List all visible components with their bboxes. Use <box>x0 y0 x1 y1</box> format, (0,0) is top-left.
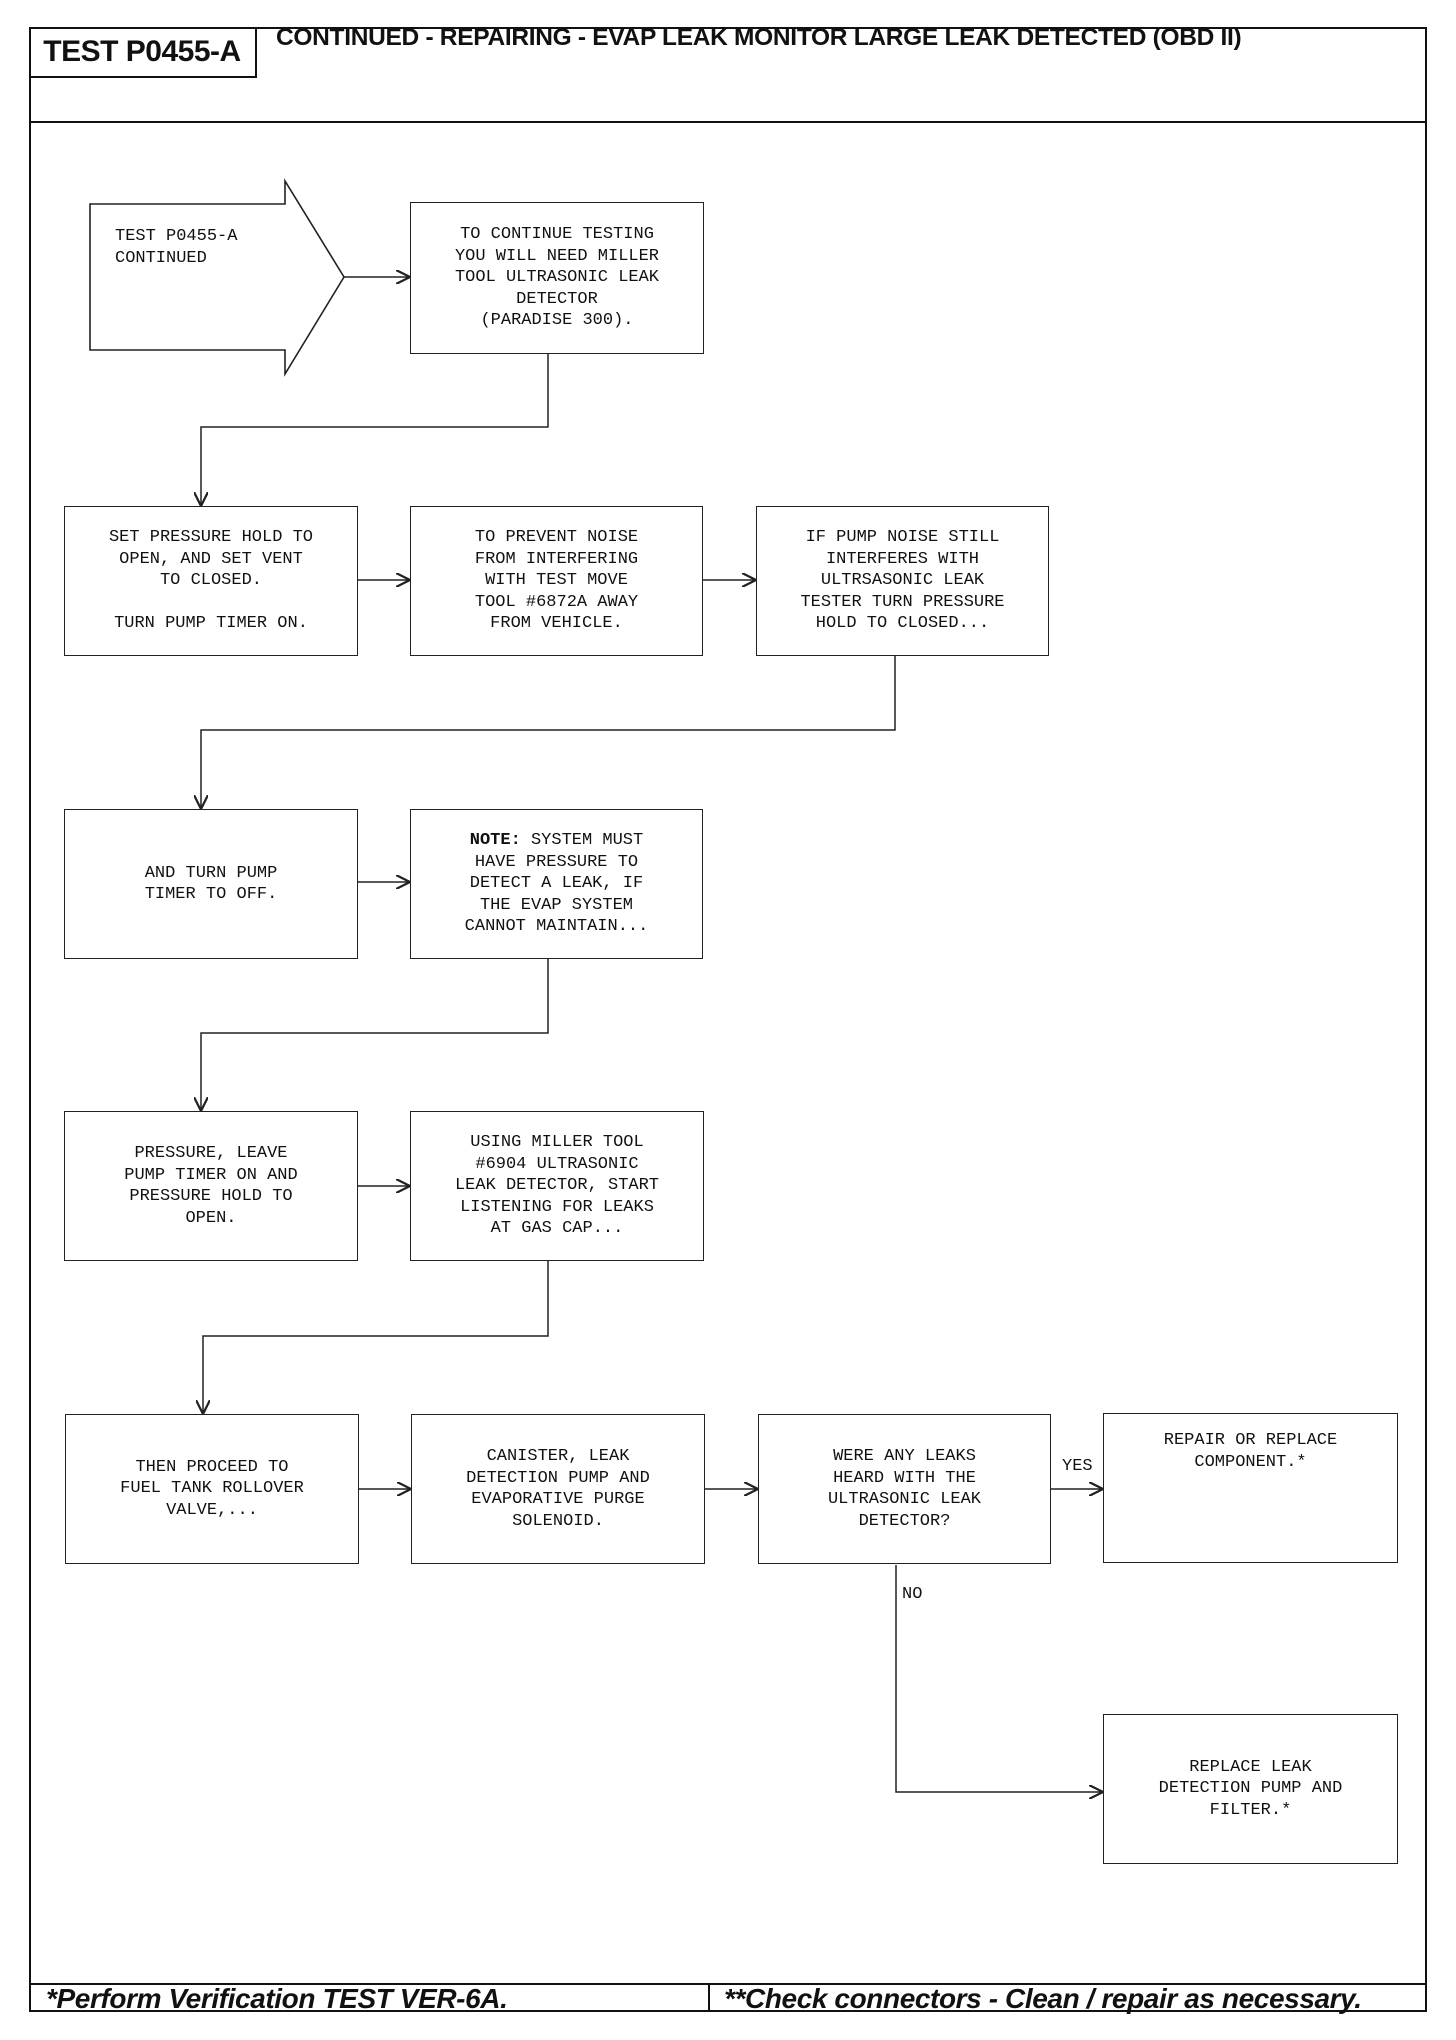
box-timer-off: AND TURN PUMP TIMER TO OFF. <box>64 809 358 959</box>
box-canister: CANISTER, LEAK DETECTION PUMP AND EVAPOR… <box>411 1414 705 1564</box>
box-question: WERE ANY LEAKS HEARD WITH THE ULTRASONIC… <box>758 1414 1051 1564</box>
footer-divider <box>29 1983 1427 1985</box>
box-replace-pump: REPLACE LEAK DETECTION PUMP AND FILTER.* <box>1103 1714 1398 1864</box>
box-tool-needed: TO CONTINUE TESTING YOU WILL NEED MILLER… <box>410 202 704 354</box>
box-repair: REPAIR OR REPLACE COMPONENT.* <box>1103 1413 1398 1563</box>
box-note: NOTE: SYSTEM MUST HAVE PRESSURE TO DETEC… <box>410 809 703 959</box>
yes-label: YES <box>1062 1457 1093 1476</box>
entry-label: TEST P0455-A CONTINUED <box>115 227 238 268</box>
note-text: SYSTEM MUST HAVE PRESSURE TO DETECT A LE… <box>464 831 649 937</box>
box-pump-noise: IF PUMP NOISE STILL INTERFERES WITH ULTR… <box>756 506 1049 656</box>
test-id: TEST P0455-A <box>29 27 257 78</box>
connector-note-to-pressure <box>201 959 549 1111</box>
no-label: NO <box>902 1585 923 1604</box>
note-label: NOTE: <box>469 831 521 851</box>
connector-pump-to-timer <box>201 656 896 809</box>
box-prevent-noise: TO PREVENT NOISE FROM INTERFERING WITH T… <box>410 506 703 656</box>
box-set-pressure: SET PRESSURE HOLD TO OPEN, AND SET VENT … <box>64 506 358 656</box>
connector-tool-to-set <box>201 354 549 506</box>
page-title: CONTINUED - REPAIRING - EVAP LEAK MONITO… <box>276 24 1242 51</box>
footnote-connectors: **Check connectors - Clean / repair as n… <box>724 1982 1362 2014</box>
entry-arrow-shape <box>89 178 345 377</box>
connector-no-to-replace <box>895 1565 1103 1792</box>
box-proceed: THEN PROCEED TO FUEL TANK ROLLOVER VALVE… <box>65 1414 359 1564</box>
footer-separator <box>708 1983 710 2012</box>
connector-using-to-proceed <box>203 1261 549 1414</box>
page-frame <box>29 27 1427 2012</box>
footnote-verification: *Perform Verification TEST VER-6A. <box>46 1982 508 2014</box>
box-using-tool: USING MILLER TOOL #6904 ULTRASONIC LEAK … <box>410 1111 704 1261</box>
box-pressure-leave: PRESSURE, LEAVE PUMP TIMER ON AND PRESSU… <box>64 1111 358 1261</box>
header-divider <box>29 121 1427 123</box>
